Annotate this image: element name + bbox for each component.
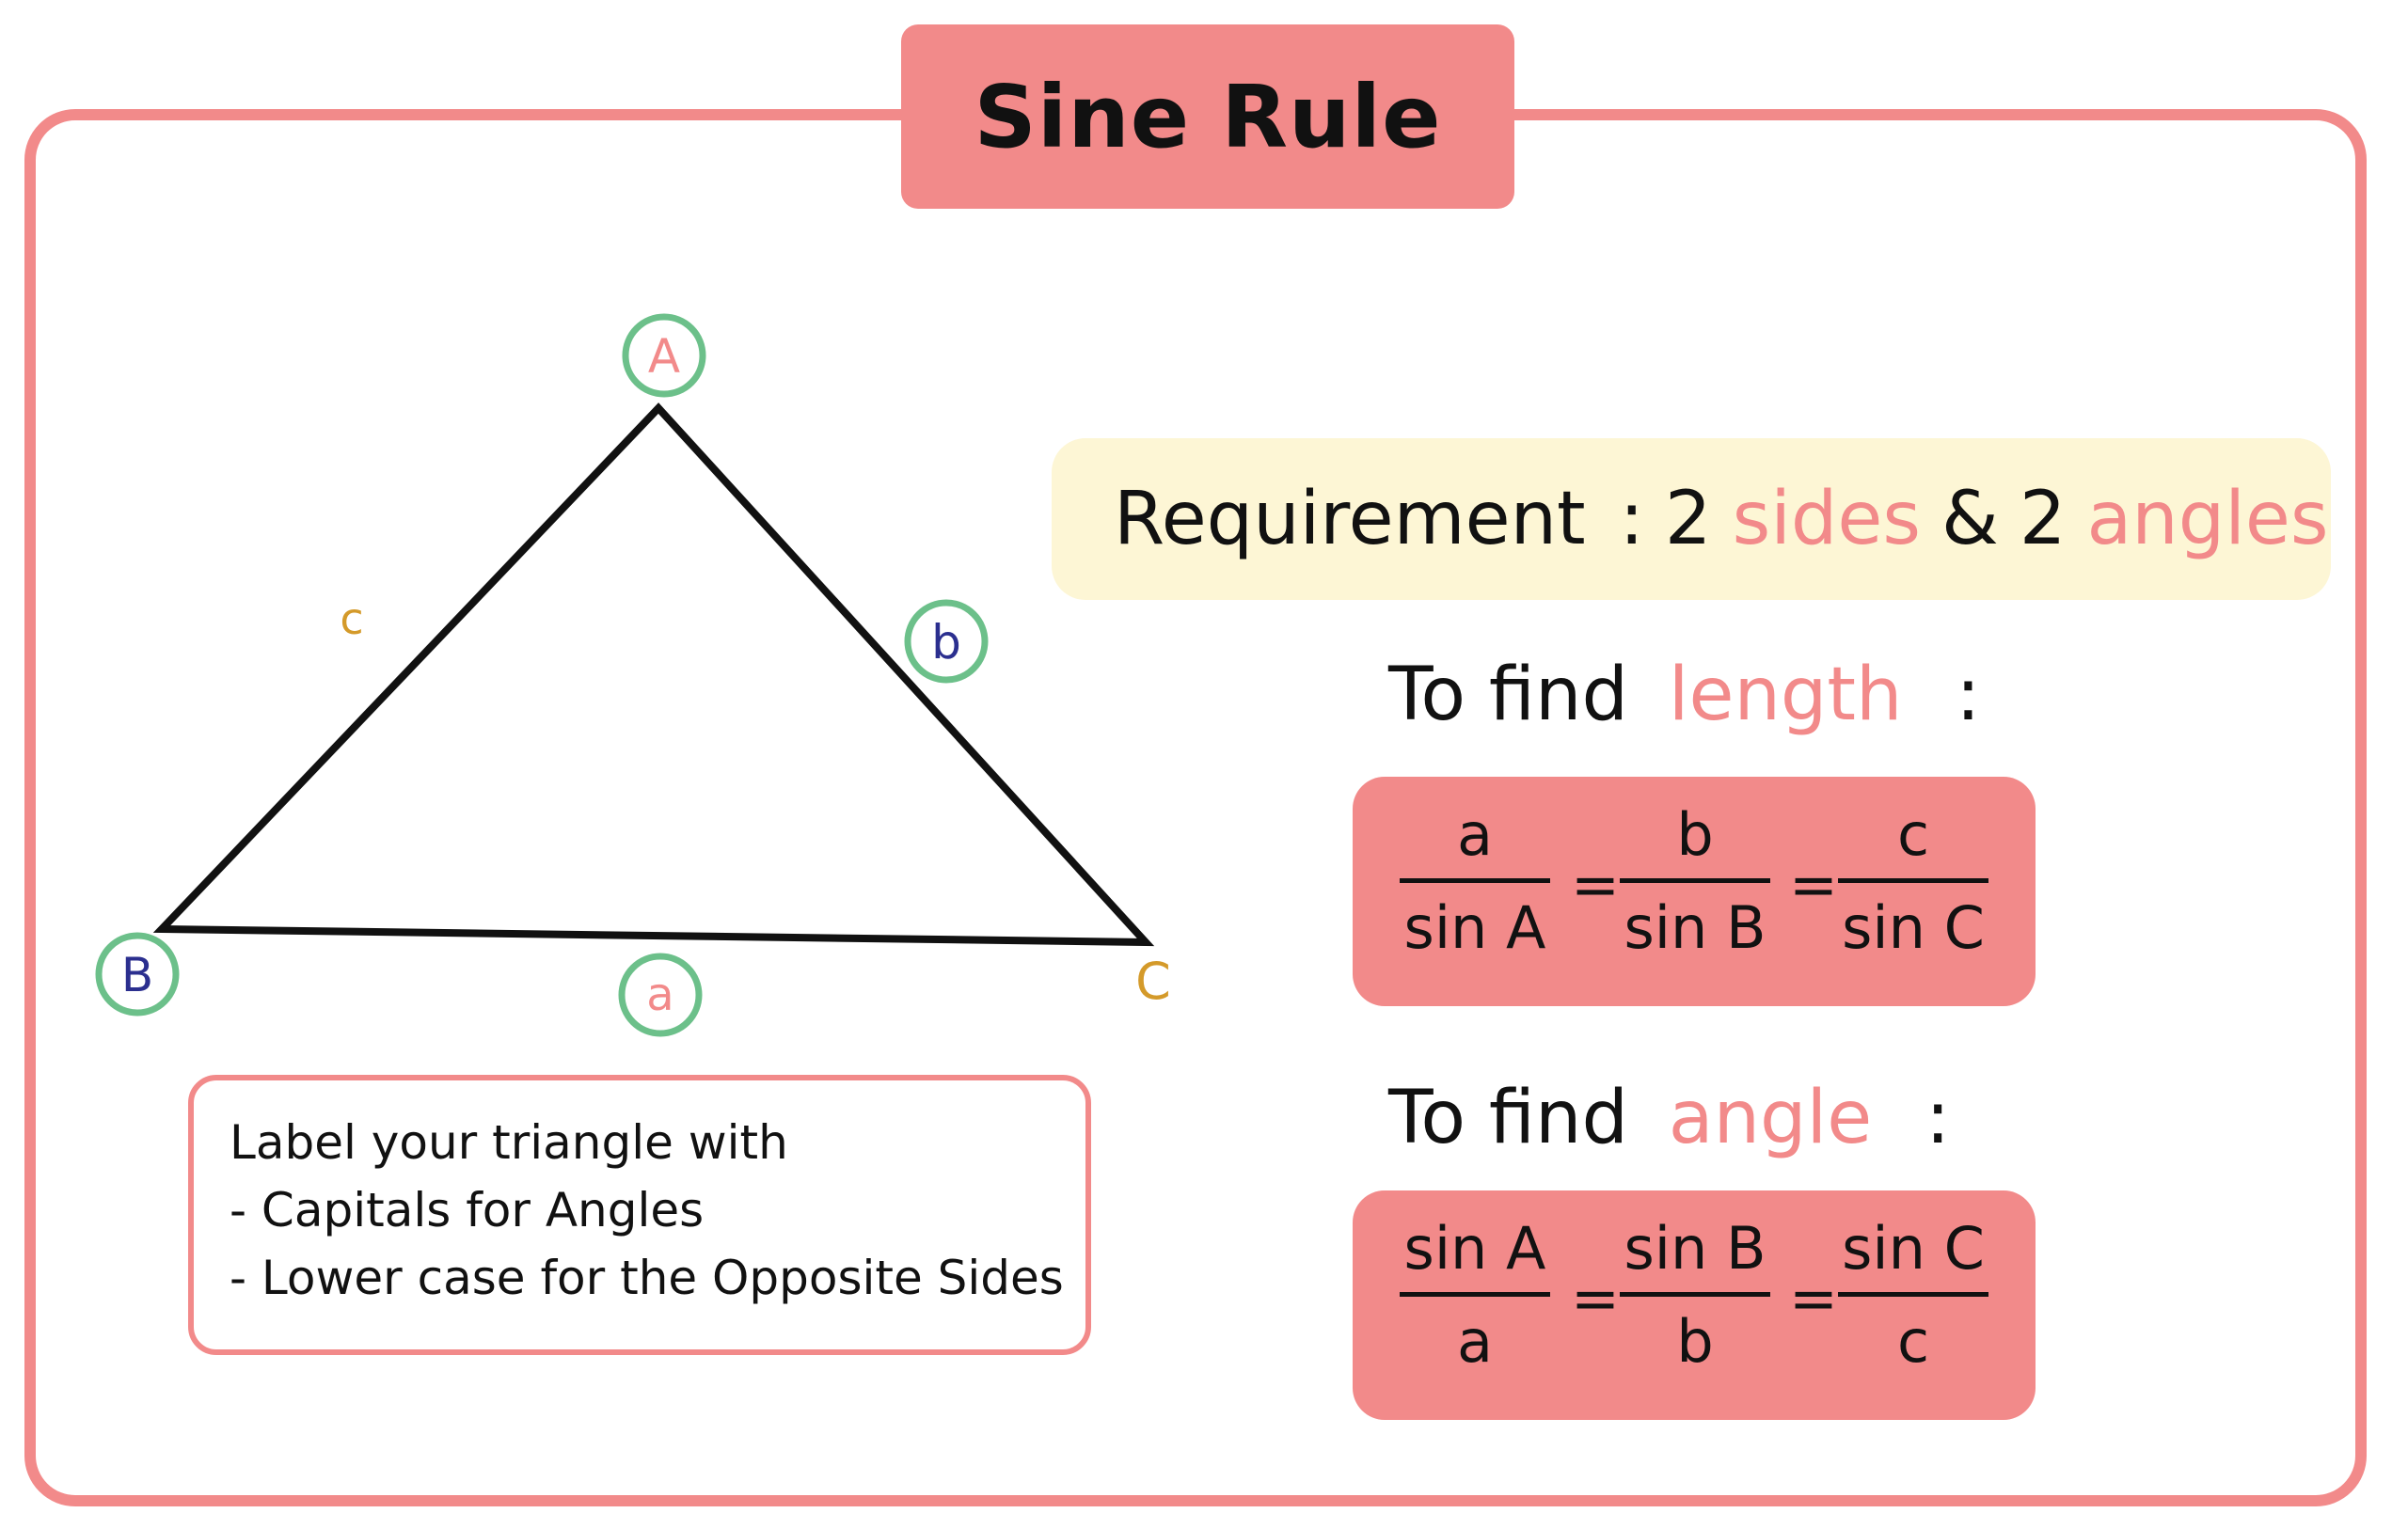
angle-fraction-b-numerator: sin B [1624,1214,1766,1283]
svg-text:c: c [340,593,363,644]
fraction-bar [1620,878,1770,883]
angle-fraction-c-numerator: sin C [1842,1214,1985,1283]
svg-text:a: a [646,969,673,1021]
length-fraction-c-denominator: sin C [1842,893,1985,962]
requirement-count-sides: 2 [1664,477,1712,561]
vertex-C-label: C [1135,952,1171,1011]
length-fraction-c: c sin C [1838,792,1988,973]
svg-text:C: C [1135,952,1171,1011]
note-line-2: - Capitals for Angles [230,1183,705,1237]
fraction-bar [1620,1292,1770,1297]
angle-fraction-b: sin B b [1620,1206,1770,1387]
fraction-bar [1838,1292,1988,1297]
outer-frame [24,109,2367,1506]
fraction-bar [1400,1292,1550,1297]
side-c-label: c [340,593,363,644]
angle-fraction-c-denominator: c [1896,1307,1930,1376]
svg-text:B: B [121,948,153,1002]
angle-formula-box: sin A a = sin B b = sin C c [1353,1190,2036,1420]
find-length-keyword: length [1668,653,1903,737]
find-length-colon: : [1956,653,1981,737]
find-angle-keyword: angle [1668,1076,1873,1160]
side-a-label: a [618,953,703,1037]
length-fraction-b-numerator: b [1676,800,1714,869]
requirement-angles: angles [2086,477,2329,561]
angle-fraction-b-denominator: b [1676,1307,1714,1376]
length-fraction-c-numerator: c [1896,800,1930,869]
equals-sign: = [1571,850,1620,919]
length-fraction-a-denominator: sin A [1403,893,1546,962]
requirement-label: Requirement [1114,477,1586,561]
angle-fraction-a-denominator: a [1457,1307,1493,1376]
requirement-colon: : [1619,477,1644,561]
angle-fraction-c: sin C c [1838,1206,1988,1387]
requirement-amp: & [1941,477,1999,561]
angle-fraction-a: sin A a [1400,1206,1550,1387]
vertex-A-label: A [622,313,706,398]
page-title: Sine Rule [974,66,1442,167]
length-fraction-a-numerator: a [1457,800,1493,869]
triangle-shape [152,402,1155,947]
note-line-3: - Lower case for the Opposite Sides [230,1251,1064,1305]
requirement-sides: sides [1732,477,1922,561]
side-b-label: b [904,599,989,684]
length-fraction-b: b sin B [1620,792,1770,973]
equals-sign: = [1789,850,1838,919]
find-angle-heading: To find angle : [1388,1076,1950,1160]
find-length-prefix: To find [1388,653,1628,737]
requirement-box: Requirement : 2 sides & 2 angles [1052,438,2331,600]
requirement-count-angles: 2 [2019,477,2067,561]
title-banner: Sine Rule [901,24,1514,209]
note-line-1: Label your triangle with [230,1115,788,1170]
length-fraction-a: a sin A [1400,792,1550,973]
find-angle-colon: : [1925,1076,1951,1160]
find-angle-prefix: To find [1388,1076,1628,1160]
equals-sign: = [1571,1264,1620,1332]
length-fraction-b-denominator: sin B [1624,893,1766,962]
angle-fraction-a-numerator: sin A [1403,1214,1546,1283]
fraction-bar [1838,878,1988,883]
svg-text:b: b [931,615,961,670]
equals-sign: = [1789,1264,1838,1332]
find-length-heading: To find length : [1388,653,1981,737]
length-formula-box: a sin A = b sin B = c sin C [1353,777,2036,1006]
fraction-bar [1400,878,1550,883]
vertex-B-label: B [95,932,180,1017]
labeling-note: Label your triangle with - Capitals for … [188,1075,1091,1355]
svg-text:A: A [648,329,680,384]
